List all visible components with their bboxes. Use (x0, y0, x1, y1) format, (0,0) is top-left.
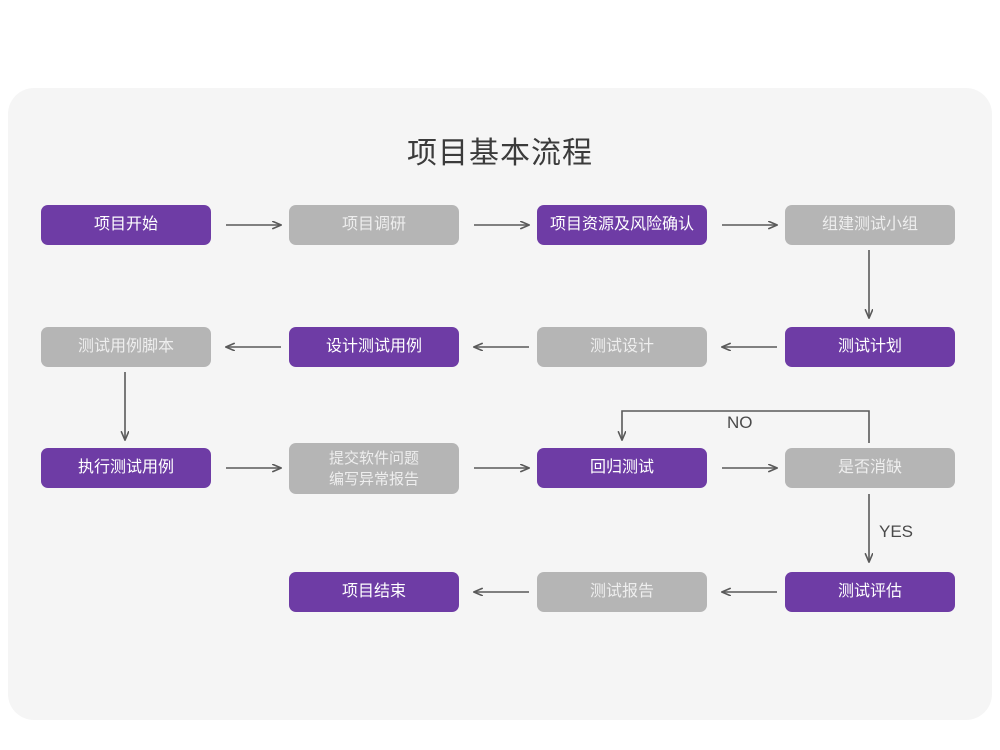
node-submit-issue-write-report[interactable]: 提交软件问题 编写异常报告 (289, 443, 459, 494)
node-project-end[interactable]: 项目结束 (289, 572, 459, 612)
node-resource-risk-confirm[interactable]: 项目资源及风险确认 (537, 205, 707, 245)
node-test-evaluation[interactable]: 测试评估 (785, 572, 955, 612)
edge-label-no: NO (727, 413, 753, 432)
node-regression-test[interactable]: 回归测试 (537, 448, 707, 488)
node-project-start[interactable]: 项目开始 (41, 205, 211, 245)
edge-label-yes: YES (879, 522, 914, 541)
node-test-design[interactable]: 测试设计 (537, 327, 707, 367)
diagram-panel (8, 88, 992, 720)
node-design-test-case[interactable]: 设计测试用例 (289, 327, 459, 367)
node-is-defect-cleared[interactable]: 是否消缺 (785, 448, 955, 488)
page-title: 项目基本流程 (407, 137, 593, 170)
node-execute-test-case[interactable]: 执行测试用例 (41, 448, 211, 488)
node-project-survey[interactable]: 项目调研 (289, 205, 459, 245)
node-test-case-script[interactable]: 测试用例脚本 (41, 327, 211, 367)
node-build-test-team[interactable]: 组建测试小组 (785, 205, 955, 245)
node-test-plan[interactable]: 测试计划 (785, 327, 955, 367)
node-test-report[interactable]: 测试报告 (537, 572, 707, 612)
